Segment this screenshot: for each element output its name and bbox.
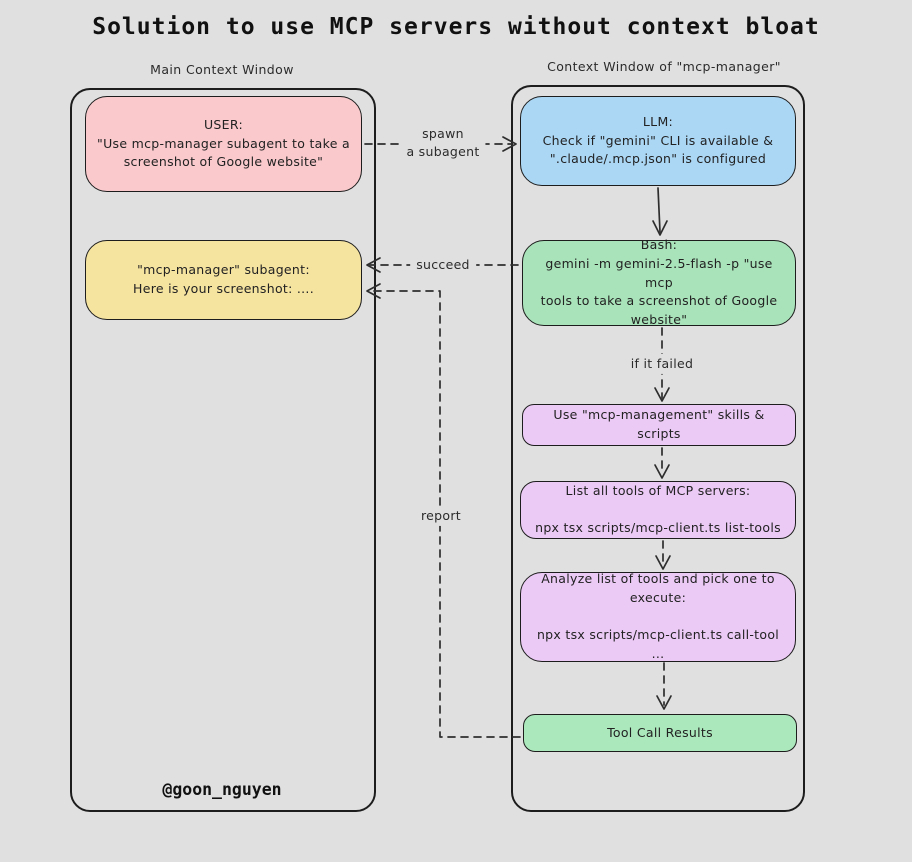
right-column-label: Context Window of "mcp-manager" [547,59,781,74]
llm-check-box: LLM: Check if "gemini" CLI is available … [520,96,796,186]
subagent-result-box: "mcp-manager" subagent: Here is your scr… [85,240,362,320]
edge-label-spawn: spawn a subagent [400,123,486,163]
left-column-label: Main Context Window [150,62,294,77]
bash-gemini-box: Bash: gemini -m gemini-2.5-flash -p "use… [522,237,796,327]
list-tools-box: List all tools of MCP servers: npx tsx s… [520,481,796,539]
edge-label-succeed: succeed [410,254,476,276]
main-context-window-frame [70,88,376,812]
edge-label-report: report [415,505,467,527]
mcp-manager-context-frame [511,85,805,812]
author-handle: @goon_nguyen [162,780,282,799]
user-message-box: USER: "Use mcp-manager subagent to take … [85,96,362,192]
skills-scripts-box: Use "mcp-management" skills & scripts [522,404,796,446]
analyze-tools-box: Analyze list of tools and pick one to ex… [520,571,796,662]
diagram-title: Solution to use MCP servers without cont… [92,14,820,40]
tool-call-results-box: Tool Call Results [523,714,797,752]
edge-label-if-failed: if it failed [624,353,700,375]
